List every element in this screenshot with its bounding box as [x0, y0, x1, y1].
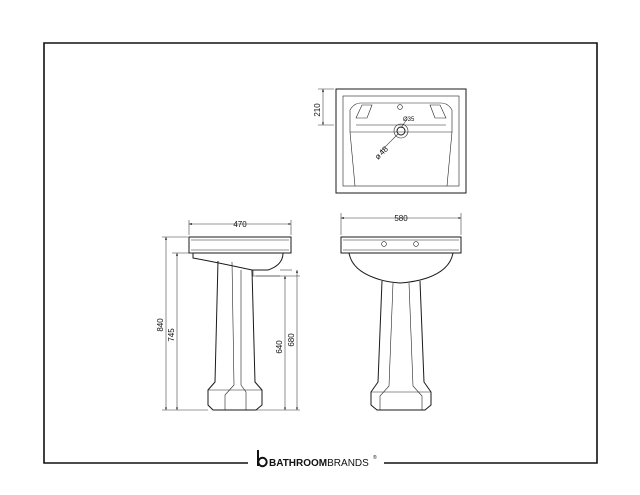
height-pedestal-label: 640 — [275, 340, 284, 354]
height-rim-label: 745 — [167, 328, 176, 342]
side-view: 470 840 745 640 680 — [156, 220, 300, 411]
tap-hole-label: Ø35 — [403, 117, 415, 123]
brand-name-bold: BATHROOM — [269, 458, 327, 469]
plan-view: Ø35 ø 48 210 — [313, 88, 467, 194]
height-basin-bottom-label: 680 — [287, 333, 296, 347]
brand-logo: BATHROOMBRANDS ® — [257, 450, 377, 469]
side-width-label: 470 — [233, 220, 247, 229]
brand-name: BATHROOMBRANDS — [269, 458, 369, 469]
front-width-label: 580 — [394, 214, 408, 223]
height-total-label: 840 — [156, 318, 165, 332]
brand-logo-icon — [257, 450, 268, 468]
top-depth-label: 210 — [313, 103, 322, 117]
diameter-symbol: ø — [373, 152, 383, 162]
registered-mark: ® — [373, 454, 377, 461]
drawing-frame — [43, 42, 598, 464]
front-view: 580 — [340, 213, 462, 411]
brand-name-light: BRANDS — [327, 458, 369, 469]
